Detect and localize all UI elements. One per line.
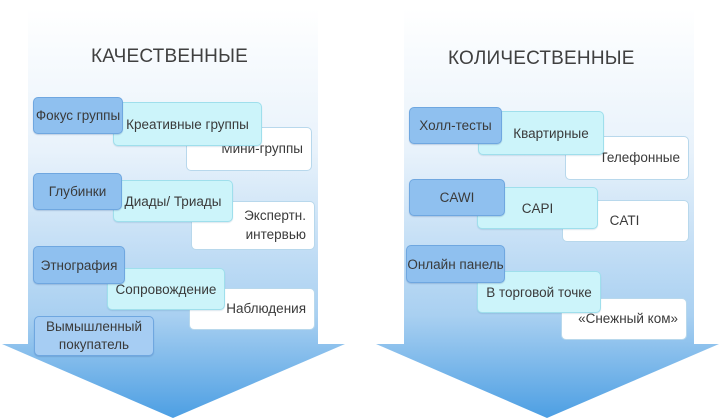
- qual-group2-level3-line1: Экспертн.: [244, 208, 306, 224]
- qual-group2-level2-text: Диады/ Триады: [124, 193, 222, 209]
- quant-group1-level2-text: Квартирные: [513, 125, 589, 141]
- quant-group2-level1: CAWI: [409, 179, 505, 216]
- qual-group3-level1-text: Этнография: [40, 257, 118, 273]
- quant-group3-level3-text: «Снежный ком»: [578, 310, 678, 326]
- qual-group3-level2: Сопровождение: [107, 268, 225, 310]
- quant-group2-level3-text: CATI: [609, 212, 640, 228]
- qual-group1-level2: Креативные группы: [113, 102, 262, 146]
- qual-extra-line1: Вымышленный: [45, 319, 143, 335]
- qual-group2-level3: Экспертн. интервью: [191, 201, 315, 250]
- qualitative-title: КАЧЕСТВЕННЫЕ: [91, 46, 248, 67]
- quant-group3-level3: «Снежный ком»: [561, 298, 687, 340]
- qual-extra-box: Вымышленный покупатель: [34, 316, 154, 356]
- quantitative-title: КОЛИЧЕСТВЕННЫЕ: [448, 48, 635, 69]
- qual-group1-level2-text: Креативные группы: [126, 116, 249, 132]
- qual-group2-level1-text: Глубинки: [48, 184, 107, 199]
- quant-group3-level1-text: Онлайн панель: [407, 256, 504, 272]
- quant-group2-level2-text: CAPI: [521, 200, 554, 216]
- qual-group3-level3-text: Наблюдения: [226, 300, 306, 316]
- quant-group1-level1-text: Холл-тесты: [419, 118, 492, 133]
- qual-group2-level3-line2: интервью: [245, 226, 306, 242]
- qual-group2-level1: Глубинки: [33, 173, 122, 210]
- qual-group3-level2-text: Сопровождение: [115, 281, 217, 297]
- quant-group2-level1-text: CAWI: [439, 190, 475, 205]
- quant-group3-level1: Онлайн панель: [406, 245, 505, 283]
- quant-group3-level2-text: В торговой точке: [486, 284, 592, 300]
- qual-extra-line2: покупатель: [58, 337, 130, 352]
- quant-group1-level1: Холл-тесты: [409, 107, 502, 144]
- qual-group1-level1-text: Фокус группы: [35, 108, 121, 123]
- qual-group2-level2: Диады/ Триады: [113, 180, 233, 222]
- quant-group1-level3-text: Телефонные: [599, 149, 680, 165]
- qual-group3-level1: Этнография: [33, 246, 125, 284]
- qual-group1-level1: Фокус группы: [33, 97, 123, 134]
